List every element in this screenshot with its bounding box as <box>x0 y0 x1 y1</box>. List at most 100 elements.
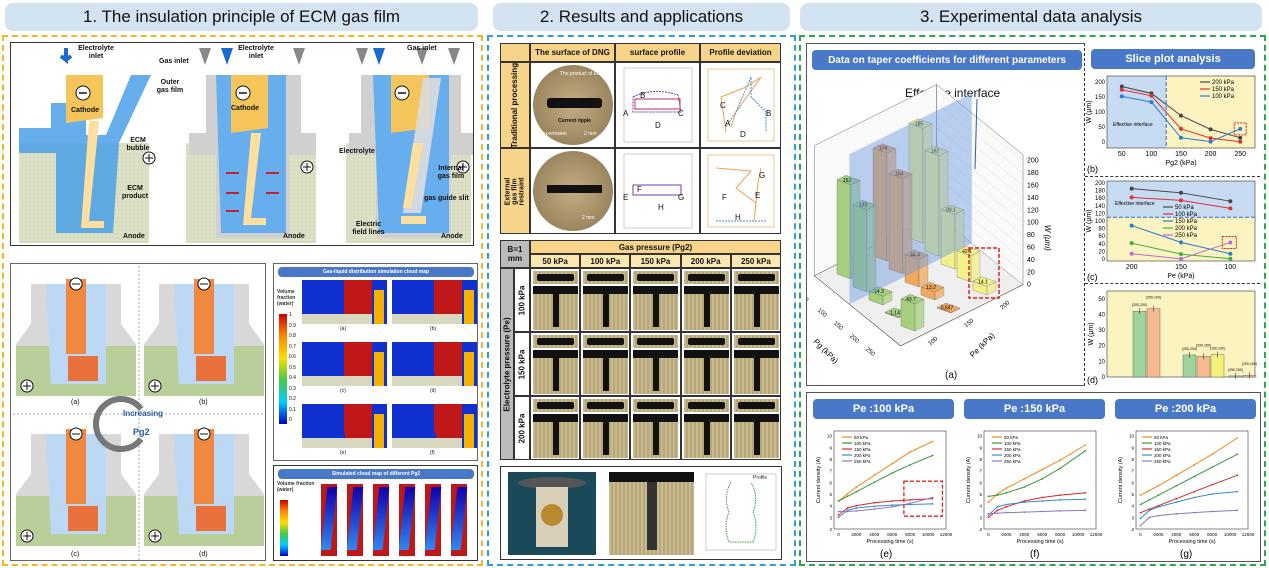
data-point <box>1129 186 1134 191</box>
data-point <box>1149 93 1154 98</box>
data-point <box>1211 483 1214 486</box>
data-point <box>1119 87 1124 92</box>
x-axis-label: Pg2 (kPa) <box>1165 160 1196 167</box>
effective-interface-plane <box>849 93 972 305</box>
slot <box>737 274 775 281</box>
table-corner <box>500 43 530 62</box>
data-point <box>1148 516 1151 519</box>
profile-chart: Profile <box>701 472 779 555</box>
gas-region <box>372 487 390 550</box>
deviation-letter: F <box>722 193 727 202</box>
slot-top-photo <box>633 335 679 348</box>
x-tick-label: 8000 <box>1055 532 1066 537</box>
cathode-region <box>464 414 474 448</box>
schematic-conventional <box>19 48 156 243</box>
chart-label: (d) <box>1087 375 1098 385</box>
data-point <box>987 495 990 498</box>
section-top <box>533 414 578 422</box>
y-tick-label: 150 <box>1095 95 1106 101</box>
pe-tick-label: 150 <box>964 318 976 329</box>
bar-side-face <box>970 251 981 283</box>
data-point <box>1236 490 1239 493</box>
slot <box>537 338 574 345</box>
slot-section-photo <box>683 350 729 394</box>
cloud-title: Simulated cloud map of different Pg2 <box>278 469 474 479</box>
bar-top-face <box>904 249 929 260</box>
data-point <box>1129 223 1134 228</box>
data-point <box>1179 240 1183 245</box>
pg-axis-label: Pg (kPa) <box>812 337 841 366</box>
label-ecm-bubble: ECM bubble <box>126 137 150 152</box>
interface-annotation: Effective interface <box>1113 122 1153 128</box>
sim-colorbar <box>279 314 287 424</box>
gas-region <box>424 487 442 550</box>
data-point <box>931 496 934 499</box>
simulated-cloud-map-pg2: Simulated cloud map of different Pg2 Vol… <box>273 465 478 561</box>
process-grid: B=1 mm Gas pressure (Pg2) Electrolyte pr… <box>500 240 781 460</box>
slot <box>687 274 725 281</box>
gas-region <box>398 487 416 550</box>
y-tick-label: 2 <box>829 527 832 532</box>
profile-curve <box>705 473 777 551</box>
chart-label: (g) <box>1180 549 1192 560</box>
sim-sub-label: (f) <box>430 450 435 456</box>
slot-top-photo <box>683 335 729 348</box>
bar-top-face <box>908 118 933 129</box>
row-label-traditional: Traditional processing <box>510 62 520 148</box>
data-point <box>1059 498 1062 501</box>
data-point <box>1059 510 1062 512</box>
data-point <box>1005 491 1008 494</box>
y-tick-label: 0 <box>1102 375 1106 381</box>
sim-tile <box>302 404 387 448</box>
y-tick-label: 100 <box>1095 110 1106 116</box>
section-top <box>533 286 578 294</box>
grid-sample-cell <box>680 268 731 332</box>
taper-3d-chart-box: Data on taper coefficients for different… <box>806 43 1085 386</box>
slice-title: Slice plot analysis <box>1091 49 1255 69</box>
cloud-tile-5 <box>424 484 442 556</box>
plot-frame <box>1106 290 1256 378</box>
bar-label: (200,150) <box>1196 343 1211 347</box>
data-point <box>996 494 999 497</box>
data-point <box>873 481 876 484</box>
data-point <box>855 510 858 512</box>
section-top <box>683 414 729 422</box>
anode-region <box>392 376 462 386</box>
grid-col-header: 100 kPa <box>580 254 631 268</box>
slot-section-photo <box>583 414 629 458</box>
data-point <box>846 493 849 495</box>
slot-top-photo <box>533 399 578 412</box>
label-electric-field-lines: Electric field lines <box>352 221 385 236</box>
surface-comparison-table: The surface of DNG surface profile Profi… <box>500 43 781 234</box>
z-tick-label: 40 <box>1027 257 1035 264</box>
pg-tick-label: 200 <box>848 334 860 345</box>
label-gas-inlet: Gas inlet <box>159 58 189 65</box>
sim-sub-label: (b) <box>430 326 437 332</box>
x-tick-label: 12000 <box>1090 532 1103 537</box>
grid-row-header: 100 kPa <box>514 268 530 332</box>
profile-legend: Profile <box>753 475 768 481</box>
data-point <box>1211 493 1214 495</box>
data-point <box>931 503 934 505</box>
y-tick-label: 20 <box>1098 344 1105 350</box>
x-tick-label: 8000 <box>1207 532 1218 537</box>
series-line-100kPa <box>838 455 933 502</box>
data-point <box>1119 84 1124 89</box>
data-point <box>996 505 999 508</box>
anode-region <box>392 438 462 448</box>
sub-label-d: (d) <box>199 551 208 558</box>
deviation-plot-traditional <box>700 62 781 148</box>
data-point <box>891 505 894 508</box>
x-tick-label: 2000 <box>1001 532 1012 537</box>
data-point <box>1228 251 1233 256</box>
y-axis-label: Current density (A) <box>966 457 972 503</box>
profile-shape-traditional <box>623 67 692 143</box>
label-electrolyte-inlet: Electrolyte inlet <box>78 45 114 60</box>
divider <box>1085 283 1260 284</box>
bar-label: (150,100) <box>1210 347 1225 351</box>
section-slot <box>603 358 610 391</box>
chart-label: (f) <box>1030 549 1039 560</box>
sub-label-a: (a) <box>71 399 80 406</box>
